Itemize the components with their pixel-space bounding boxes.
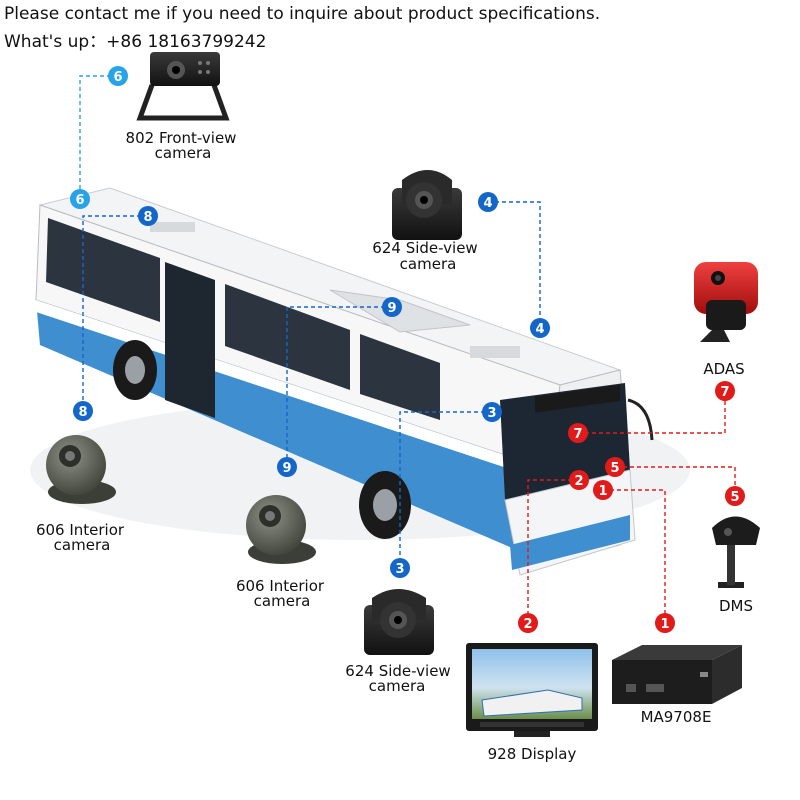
side-view-camera-top-icon	[392, 170, 462, 240]
badge-1-dvr: 1	[655, 613, 675, 633]
svg-text:2: 2	[523, 617, 532, 632]
front-camera-label-1: 802 Front-view	[126, 129, 237, 147]
phone-line: What's up：+86 18163799242	[4, 32, 267, 52]
dvr-label: MA9708E	[641, 708, 712, 726]
badge-8-bus: 8	[138, 206, 158, 226]
svg-text:7: 7	[720, 385, 729, 400]
svg-text:5: 5	[730, 490, 739, 505]
badge-5-dms: 5	[725, 486, 745, 506]
badge-8-camera: 8	[73, 401, 93, 421]
svg-text:8: 8	[143, 210, 152, 225]
svg-text:1: 1	[660, 617, 669, 632]
side-camera-top-label-2: camera	[400, 255, 457, 273]
badge-2-display: 2	[518, 613, 538, 633]
svg-text:4: 4	[483, 196, 492, 211]
connector-2	[527, 479, 579, 622]
badge-2-bus: 2	[569, 470, 589, 490]
adas-label: ADAS	[703, 360, 744, 378]
svg-text:2: 2	[574, 474, 583, 489]
connector-6	[79, 75, 118, 198]
display-monitor-icon	[466, 643, 598, 737]
front-view-camera-icon	[136, 52, 230, 121]
svg-text:6: 6	[113, 70, 122, 85]
connector-3	[399, 411, 492, 567]
mdvr-device-icon	[612, 645, 742, 704]
badge-7-bus: 7	[568, 423, 588, 443]
connector-1	[603, 489, 666, 622]
svg-text:3: 3	[395, 562, 404, 577]
connector-7	[578, 391, 726, 434]
side-camera-bottom-label-2: camera	[369, 677, 426, 695]
badge-3-bus: 3	[482, 402, 502, 422]
dms-camera-icon	[712, 516, 760, 588]
svg-text:6: 6	[75, 193, 84, 208]
front-camera-label-2: camera	[155, 144, 212, 162]
interior-camera-mid-label-1: 606 Interior	[236, 577, 325, 595]
svg-text:9: 9	[387, 301, 396, 316]
badge-9-camera: 9	[277, 457, 297, 477]
display-label: 928 Display	[488, 745, 577, 763]
contact-line: Please contact me if you need to inquire…	[4, 4, 601, 24]
dms-label: DMS	[719, 597, 753, 615]
svg-text:8: 8	[78, 405, 87, 420]
svg-text:3: 3	[487, 406, 496, 421]
badge-9-bus: 9	[382, 297, 402, 317]
interior-camera-mid-label-2: camera	[254, 592, 311, 610]
svg-text:7: 7	[573, 427, 582, 442]
interior-camera-middle-icon	[246, 495, 316, 564]
interior-camera-left-icon	[46, 435, 116, 504]
adas-camera-icon	[694, 262, 758, 342]
connector-9	[286, 306, 392, 466]
bus-illustration	[30, 187, 690, 576]
badge-4-bus: 4	[530, 318, 550, 338]
interior-camera-left-label-2: camera	[54, 536, 111, 554]
badge-1-bus: 1	[593, 480, 613, 500]
svg-text:9: 9	[282, 461, 291, 476]
side-camera-bottom-label-1: 624 Side-view	[345, 662, 450, 680]
badge-5-bus: 5	[605, 457, 625, 477]
connector-8	[82, 215, 148, 410]
side-view-camera-bottom-icon	[364, 589, 434, 655]
svg-text:4: 4	[535, 322, 544, 337]
svg-text:5: 5	[610, 461, 619, 476]
connector-4	[488, 201, 541, 328]
badge-6-bus: 6	[70, 189, 90, 209]
badge-6-top: 6	[108, 66, 128, 86]
badge-3-camera: 3	[390, 558, 410, 578]
interior-camera-left-label-1: 606 Interior	[36, 521, 125, 539]
side-camera-top-label-1: 624 Side-view	[372, 239, 477, 257]
badge-4-camera: 4	[478, 192, 498, 212]
badge-7-adas: 7	[715, 381, 735, 401]
svg-text:1: 1	[598, 484, 607, 499]
connector-5	[616, 466, 736, 495]
